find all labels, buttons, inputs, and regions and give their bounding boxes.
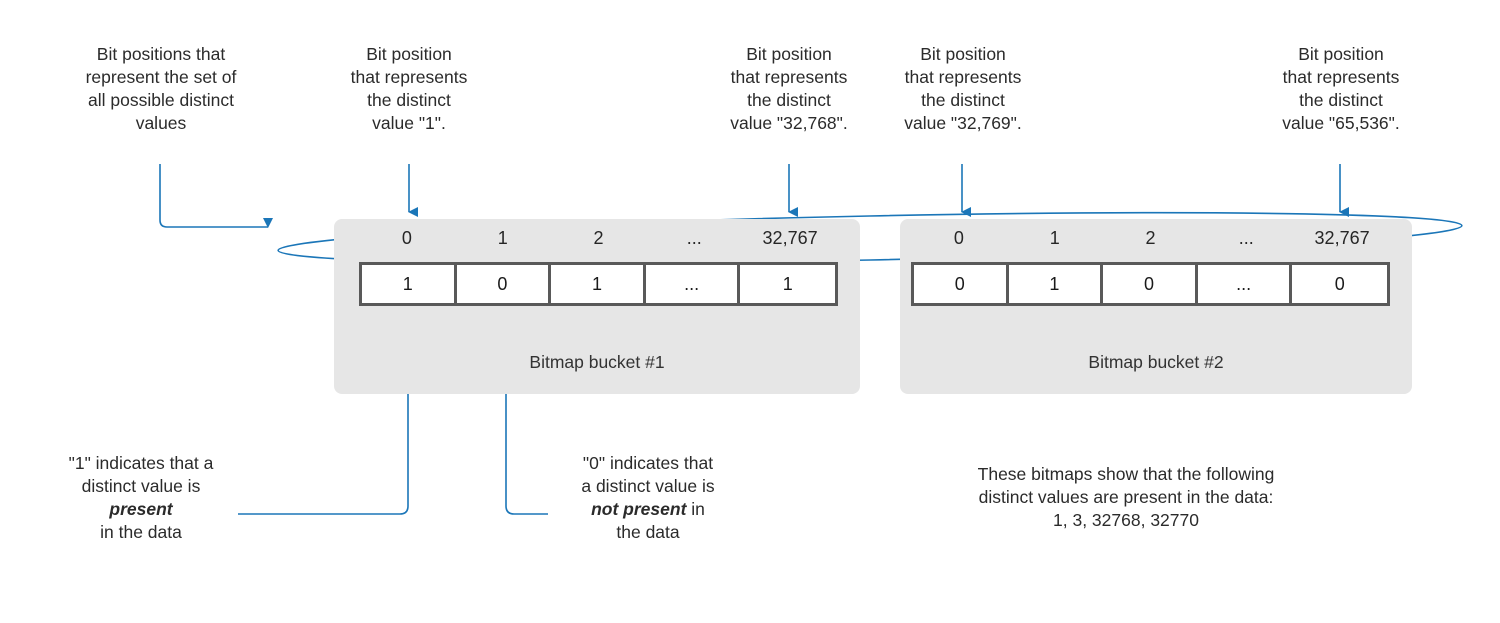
bucket-2-index-row: 0 1 2 ... 32,767 xyxy=(911,226,1390,250)
callout-pos-32768: Bit position that represents the distinc… xyxy=(700,43,878,135)
bit-cell[interactable]: 0 xyxy=(1103,265,1198,303)
callout-line: "0" indicates that xyxy=(582,453,714,473)
bit-cell[interactable]: 1 xyxy=(740,265,835,303)
callout-emphasis-line: present xyxy=(30,498,252,521)
summary-line: distinct values are present in the data: xyxy=(978,487,1274,507)
index-cell: 32,767 xyxy=(1314,228,1370,248)
callout-pos-65536: Bit position that represents the distinc… xyxy=(1252,43,1430,135)
bucket-1-index-row: 0 1 2 ... 32,767 xyxy=(359,226,838,250)
bitmap-bucket-2: Bitmap bucket #2 xyxy=(900,219,1412,394)
bucket-2-bit-row: 0 1 0 ... 0 xyxy=(911,262,1390,306)
callout-line: a distinct value is xyxy=(581,476,715,496)
index-cell: 2 xyxy=(1145,228,1156,248)
callout-emphasis-line: not present in xyxy=(553,498,743,521)
index-cell: 2 xyxy=(593,228,604,248)
bit-cell[interactable]: 1 xyxy=(551,265,646,303)
bit-cell[interactable]: 0 xyxy=(914,265,1009,303)
callout-line: that represents xyxy=(904,67,1022,87)
bit-cell[interactable]: ... xyxy=(1197,265,1293,303)
callout-line: the data xyxy=(616,522,680,542)
bitmap-bucket-1: Bitmap bucket #1 xyxy=(334,219,860,394)
connector-all-positions xyxy=(159,164,273,228)
index-cell: 1 xyxy=(497,228,508,248)
callout-line: value "1". xyxy=(372,113,446,133)
callout-line: represent the set of xyxy=(85,67,237,87)
index-cell: 32,767 xyxy=(762,228,818,248)
index-cell: ... xyxy=(1238,228,1254,248)
callout-pos-1: Bit position that represents the distinc… xyxy=(323,43,495,135)
callout-summary: These bitmaps show that the following di… xyxy=(896,463,1356,532)
callout-line: Bit position xyxy=(1298,44,1384,64)
bucket-1-label: Bitmap bucket #1 xyxy=(529,352,665,372)
callout-line: that represents xyxy=(730,67,848,87)
callout-pos-32769: Bit position that represents the distinc… xyxy=(874,43,1052,135)
callout-line: the distinct xyxy=(367,90,451,110)
bucket-1-bit-row: 1 0 1 ... 1 xyxy=(359,262,838,306)
bit-cell[interactable]: 0 xyxy=(456,265,552,303)
callout-line: "1" indicates that a xyxy=(68,453,214,473)
callout-line: the distinct xyxy=(1299,90,1383,110)
emphasis-not-present: not present xyxy=(591,499,687,519)
callout-line: Bit positions that xyxy=(96,44,226,64)
callout-line: that represents xyxy=(350,67,468,87)
callout-line: value "32,768". xyxy=(730,113,848,133)
callout-line: in the data xyxy=(100,522,182,542)
callout-line: value "65,536". xyxy=(1282,113,1400,133)
callout-line: Bit position xyxy=(746,44,832,64)
emphasis-present: present xyxy=(109,499,173,519)
callout-all-positions: Bit positions that represent the set of … xyxy=(45,43,277,135)
summary-line: These bitmaps show that the following xyxy=(977,464,1275,484)
callout-zero-means-not-present: "0" indicates that a distinct value is n… xyxy=(553,452,743,544)
bit-cell[interactable]: 1 xyxy=(362,265,457,303)
summary-values: 1, 3, 32768, 32770 xyxy=(1053,510,1199,530)
callout-line: Bit position xyxy=(920,44,1006,64)
bit-cell[interactable]: 1 xyxy=(1008,265,1104,303)
callout-line: Bit position xyxy=(366,44,452,64)
callout-line: the distinct xyxy=(747,90,831,110)
callout-one-means-present: "1" indicates that a distinct value is p… xyxy=(30,452,252,544)
callout-line: value "32,769". xyxy=(904,113,1022,133)
callout-line-tail: in xyxy=(686,499,705,519)
callout-line: distinct value is xyxy=(81,476,201,496)
callout-line: values xyxy=(135,113,187,133)
index-cell: 1 xyxy=(1049,228,1060,248)
bucket-2-label: Bitmap bucket #2 xyxy=(1088,352,1224,372)
callout-line: that represents xyxy=(1282,67,1400,87)
bit-cell[interactable]: ... xyxy=(645,265,741,303)
callout-line: all possible distinct xyxy=(88,90,234,110)
index-cell: ... xyxy=(686,228,702,248)
bit-cell[interactable]: 0 xyxy=(1292,265,1387,303)
index-cell: 0 xyxy=(953,228,964,248)
callout-line: the distinct xyxy=(921,90,1005,110)
index-cell: 0 xyxy=(401,228,412,248)
